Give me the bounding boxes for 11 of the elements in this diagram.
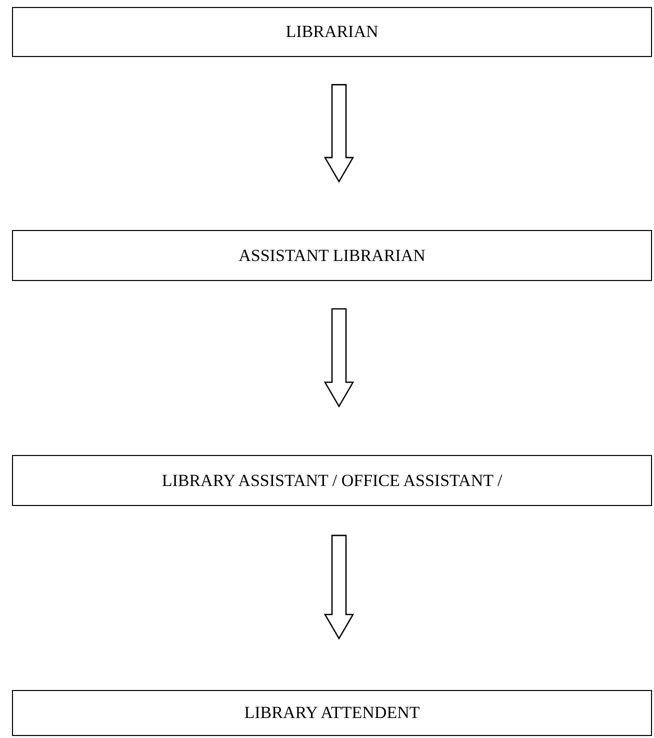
role-title: ASSISTANT LIBRARIAN	[238, 244, 426, 267]
role-box	[12, 690, 652, 736]
role-box	[12, 7, 652, 57]
role-title: LIBRARY ASSISTANT / OFFICE ASSISTANT /	[162, 470, 502, 492]
role-title: LIBRARIAN	[286, 21, 378, 44]
block-arrow	[324, 308, 354, 408]
role-box	[12, 455, 652, 506]
block-arrow	[324, 84, 354, 183]
role-box	[12, 230, 652, 281]
block-arrow	[324, 534, 354, 640]
role-title: LIBRARY ATTENDENT	[244, 702, 420, 724]
